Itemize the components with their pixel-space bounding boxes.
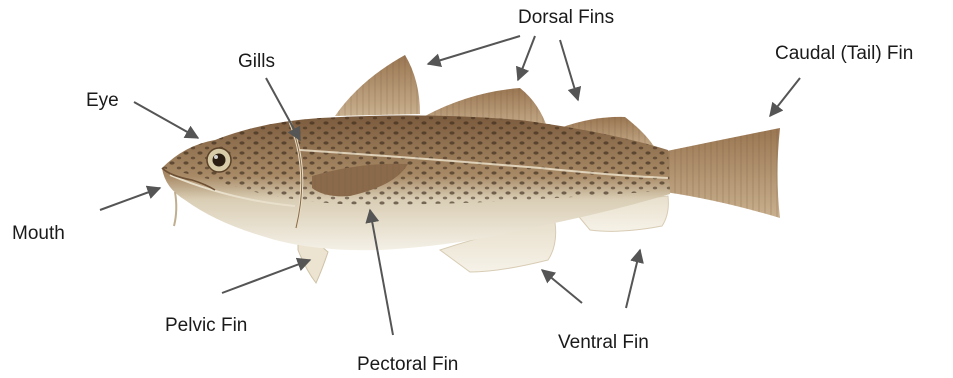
arrow-caudal — [770, 78, 800, 116]
arrow-gills — [266, 78, 300, 140]
label-pelvic-fin: Pelvic Fin — [165, 316, 247, 335]
label-mouth: Mouth — [12, 224, 65, 243]
arrow-dorsal-2 — [518, 36, 535, 80]
label-pectoral-fin: Pectoral Fin — [357, 355, 458, 374]
arrow-pectoral — [370, 210, 393, 335]
arrow-dorsal-3 — [560, 40, 578, 100]
label-eye: Eye — [86, 91, 119, 110]
arrow-ventral-1 — [542, 270, 582, 303]
arrow-dorsal-1 — [428, 36, 520, 64]
arrow-eye — [134, 102, 198, 138]
arrow-pelvic — [222, 260, 310, 293]
arrow-ventral-2 — [626, 250, 640, 308]
label-dorsal-fins: Dorsal Fins — [518, 8, 614, 27]
label-ventral-fin: Ventral Fin — [558, 333, 649, 352]
arrow-mouth — [100, 188, 160, 210]
label-caudal-fin: Caudal (Tail) Fin — [775, 44, 913, 63]
label-gills: Gills — [238, 52, 275, 71]
